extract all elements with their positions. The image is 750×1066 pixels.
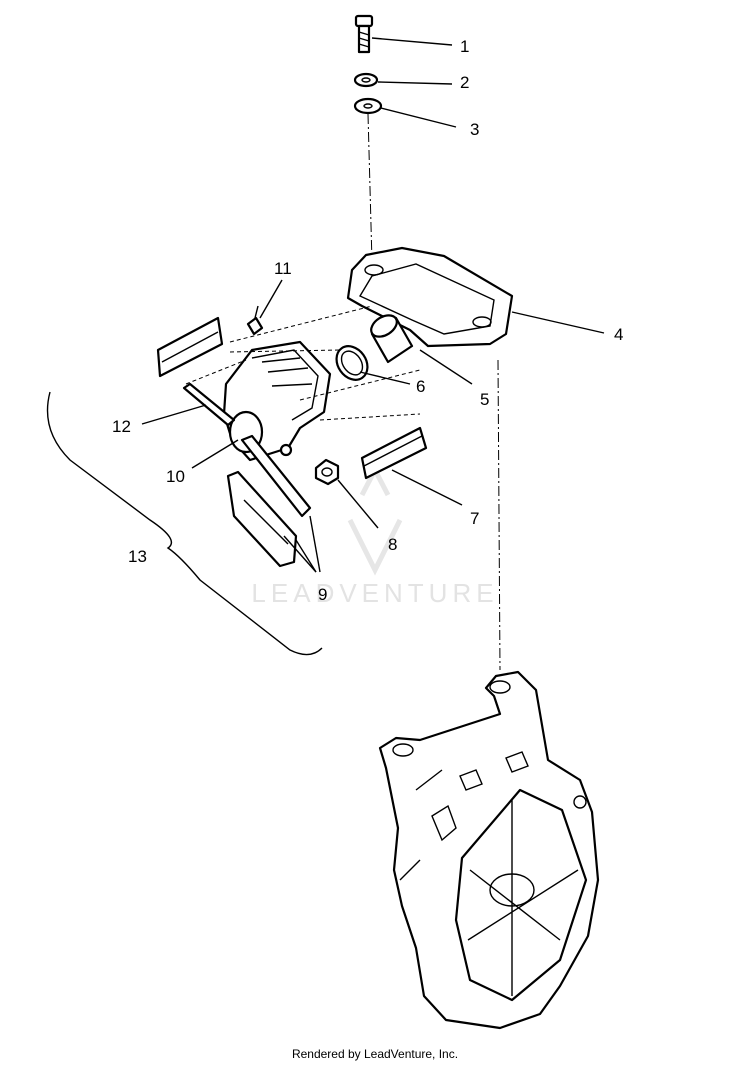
callout-4: 4 — [614, 325, 623, 344]
alignment-lines — [185, 305, 501, 671]
part-pin — [182, 382, 236, 427]
part-flat-washer — [353, 97, 383, 115]
part-caliper-bracket — [346, 246, 514, 348]
part-brake-pads — [226, 434, 312, 568]
footer-credit: Rendered by LeadVenture, Inc. — [291, 1047, 459, 1061]
callout-1: 1 — [460, 37, 469, 56]
callout-9: 9 — [318, 585, 327, 604]
part-bleeder-screw — [246, 305, 264, 336]
watermark: LEADVENTURE — [251, 464, 498, 608]
part-shim-left — [156, 316, 224, 378]
watermark-text: LEADVENTURE — [251, 578, 498, 608]
part-piston — [370, 314, 414, 364]
group-bracket-13 — [46, 391, 323, 656]
callout-12: 12 — [112, 417, 131, 436]
part-seal — [335, 345, 369, 381]
callout-6: 6 — [416, 377, 425, 396]
part-chaincase-housing — [378, 670, 600, 1030]
callout-8: 8 — [388, 535, 397, 554]
part-caliper-body — [222, 340, 332, 462]
callout-11: 11 — [274, 259, 292, 278]
watermark-logo-icon — [347, 464, 403, 576]
part-fitting — [314, 458, 340, 486]
callout-2: 2 — [460, 73, 469, 92]
callout-3: 3 — [470, 120, 479, 139]
leader-lines — [141, 37, 605, 573]
part-lock-washer — [353, 72, 379, 88]
part-bolt — [354, 14, 374, 54]
callout-5: 5 — [480, 390, 489, 409]
callout-10: 10 — [166, 467, 185, 486]
callout-13: 13 — [128, 547, 147, 566]
callout-7: 7 — [470, 509, 479, 528]
part-shim-right — [360, 426, 428, 480]
